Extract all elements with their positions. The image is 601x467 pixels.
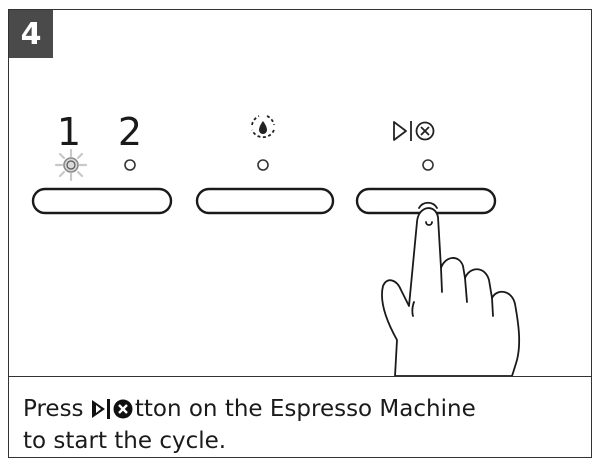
descale-button[interactable] bbox=[195, 187, 335, 215]
cup-label-1: 1 bbox=[57, 110, 81, 154]
pressing-hand-illustration bbox=[381, 201, 521, 376]
cup-size-button[interactable] bbox=[31, 187, 173, 215]
control-panel-illustration: 1 2 bbox=[31, 110, 521, 376]
led-cup-1-lit bbox=[54, 148, 88, 182]
led-cup-2 bbox=[124, 159, 136, 171]
step-number-badge: 4 bbox=[9, 10, 53, 58]
play-stop-icon bbox=[393, 121, 435, 141]
descale-drop-icon bbox=[251, 115, 275, 139]
led-start-stop bbox=[422, 159, 434, 171]
caption-suffix-line1: tton on the Espresso Machine bbox=[134, 396, 476, 422]
caption-prefix: Press bbox=[23, 396, 84, 422]
play-stop-icon-inline bbox=[91, 399, 133, 419]
caption-line2: to start the cycle. bbox=[23, 428, 227, 454]
step-number: 4 bbox=[20, 16, 42, 52]
cup-label-2: 2 bbox=[118, 110, 142, 154]
instruction-frame: 4 1 2 bbox=[8, 9, 592, 458]
instruction-caption: Press tton on the Espresso Machine to st… bbox=[9, 376, 591, 457]
led-descale bbox=[257, 159, 269, 171]
